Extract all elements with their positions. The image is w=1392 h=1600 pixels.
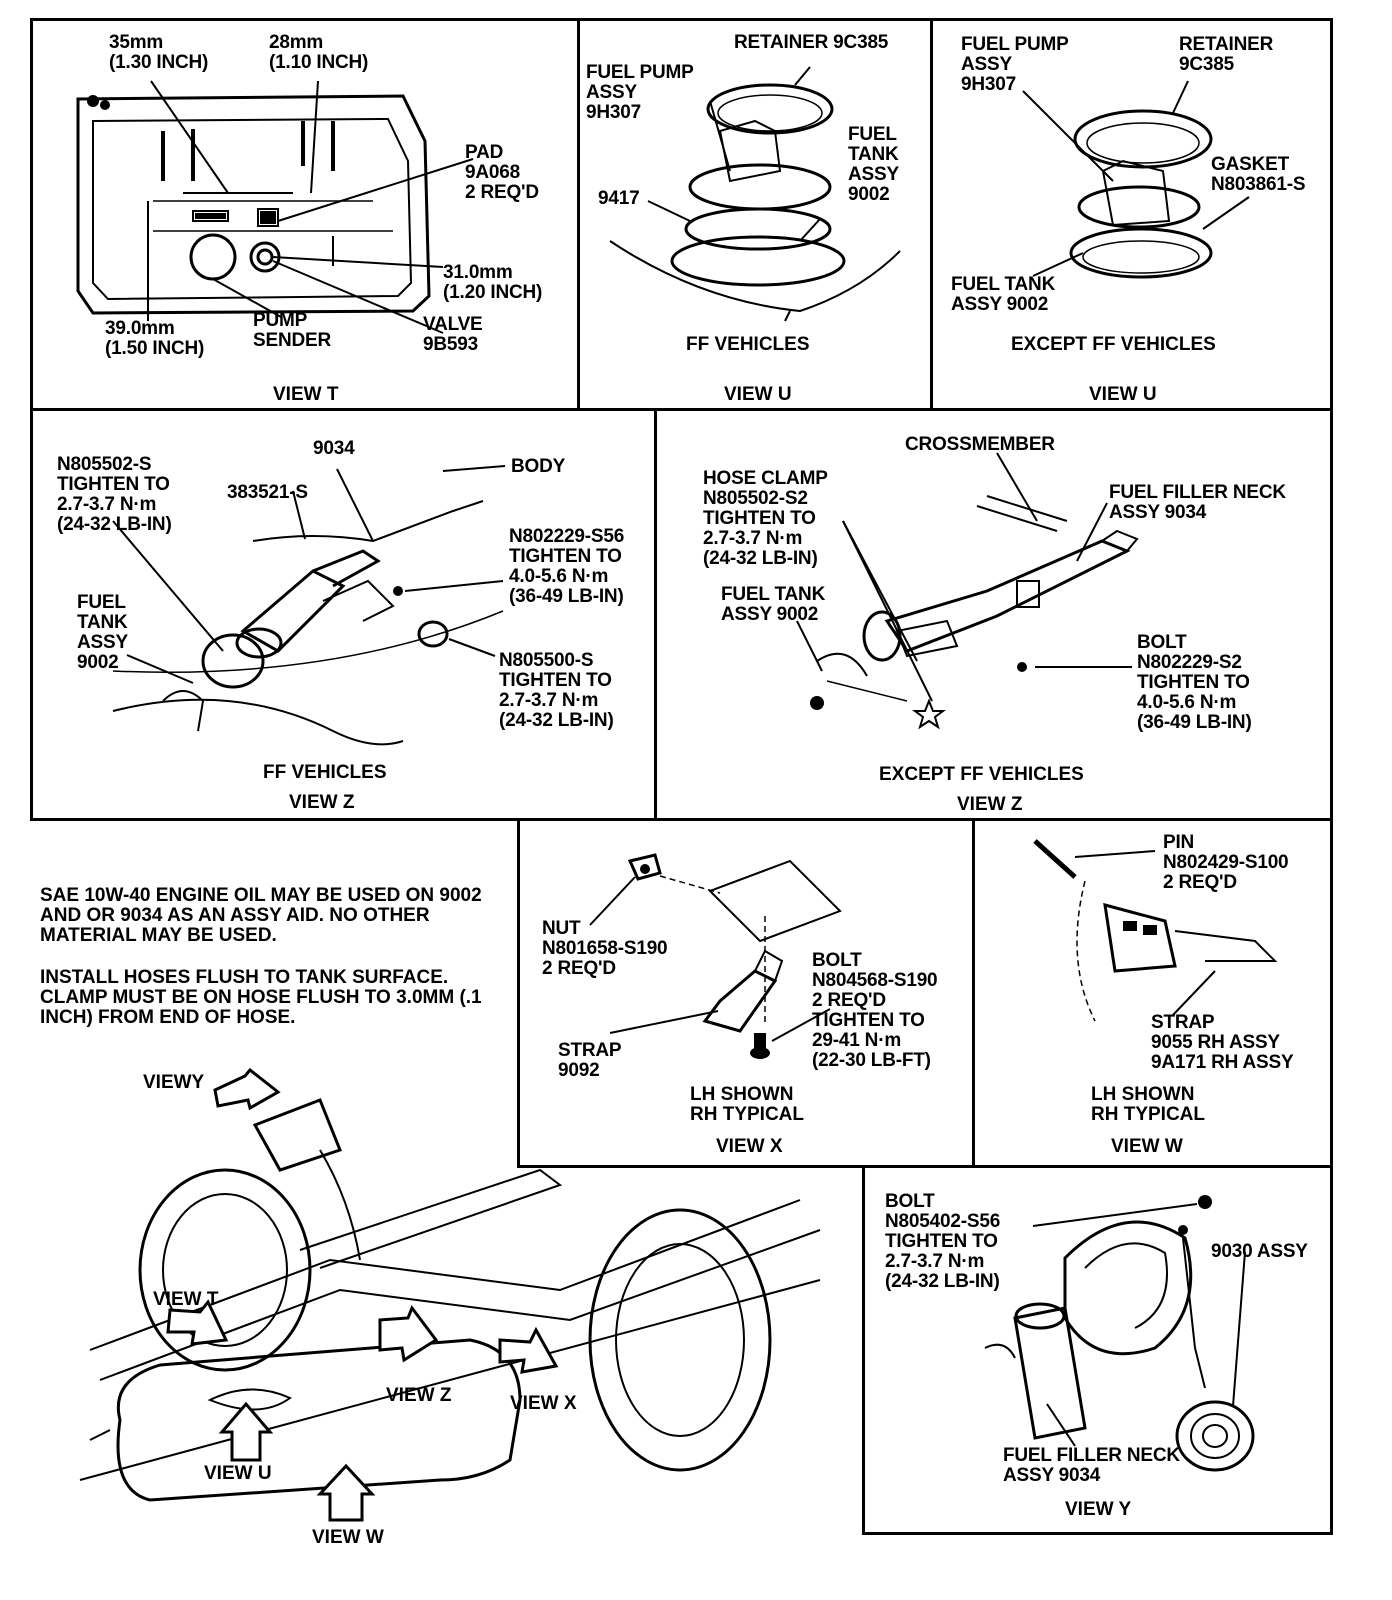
view-z-except-caption: VIEW Z: [957, 794, 1023, 815]
view-z-except-hose-clamp-label: HOSE CLAMP N805502-S2 TIGHTEN TO 2.7-3.7…: [703, 468, 828, 569]
panel-view-w: PIN N802429-S100 2 REQ'D STRAP 9055 RH A…: [972, 818, 1333, 1168]
overview-view-z-label: VIEW Z: [386, 1385, 452, 1406]
view-u-except-subcaption: EXCEPT FF VEHICLES: [1011, 334, 1216, 355]
assembly-note-oil: SAE 10W-40 ENGINE OIL MAY BE USED ON 900…: [40, 885, 482, 946]
view-x-strap-drawing: [589, 853, 842, 1059]
view-u-ff-subcaption: FF VEHICLES: [686, 334, 810, 355]
view-z-ff-subcaption: FF VEHICLES: [263, 762, 387, 783]
view-y-bolt-label: BOLT N805402-S56 TIGHTEN TO 2.7-3.7 N·m …: [885, 1191, 1001, 1292]
view-z-ff-clamp-label: N805502-S TIGHTEN TO 2.7-3.7 N·m (24-32 …: [57, 454, 172, 535]
overview-view-t-label: VIEW T: [153, 1289, 219, 1310]
overview-view-x-label: VIEW X: [510, 1393, 577, 1414]
view-u-ff-retainer-label: RETAINER 9C385: [734, 32, 889, 53]
view-z-except-filler-neck-label: FUEL FILLER NECK ASSY 9034: [1109, 482, 1286, 523]
view-t-dim-39mm: 39.0mm (1.50 INCH): [105, 318, 205, 359]
panel-view-t: 35mm (1.30 INCH) 28mm (1.10 INCH) PAD 9A…: [30, 18, 580, 411]
view-z-ff-nut-label: N805500-S TIGHTEN TO 2.7-3.7 N·m (24-32 …: [499, 650, 614, 731]
view-u-ff-fuel-tank-label: FUEL TANK ASSY 9002: [848, 124, 899, 205]
view-x-strap-label: STRAP 9092: [558, 1040, 622, 1081]
view-u-except-caption: VIEW U: [1089, 384, 1157, 405]
overview-view-u-label: VIEW U: [204, 1463, 272, 1484]
view-z-ff-filler-drawing: [112, 465, 506, 746]
view-x-nut-label: NUT N801658-S190 2 REQ'D: [542, 918, 668, 979]
view-z-ff-bolt-label: N802229-S56 TIGHTEN TO 4.0-5.6 N·m (36-4…: [509, 526, 625, 607]
view-z-except-bolt-label: BOLT N802229-S2 TIGHTEN TO 4.0-5.6 N·m (…: [1137, 632, 1252, 733]
view-u-except-ff-pump-drawing: [1022, 80, 1250, 279]
view-u-ff-pump-drawing: [609, 66, 901, 322]
view-u-except-gasket-label: GASKET N803861-S: [1211, 154, 1306, 195]
view-z-except-subcaption: EXCEPT FF VEHICLES: [879, 764, 1084, 785]
view-u-ff-caption: VIEW U: [724, 384, 792, 405]
view-w-pin-label: PIN N802429-S100 2 REQ'D: [1163, 832, 1289, 893]
view-x-subcaption: LH SHOWN RH TYPICAL: [690, 1084, 804, 1125]
view-w-caption: VIEW W: [1111, 1136, 1183, 1157]
panel-view-u-except-ff: FUEL PUMP ASSY 9H307 RETAINER 9C385 GASK…: [930, 18, 1333, 411]
view-z-ff-body-label: BODY: [511, 456, 566, 477]
view-x-caption: VIEW X: [716, 1136, 783, 1157]
view-t-pump-sender-label: PUMP SENDER: [253, 310, 331, 351]
overview-view-w-label: VIEW W: [312, 1527, 384, 1548]
view-u-except-fuel-tank-label: FUEL TANK ASSY 9002: [951, 274, 1056, 315]
view-x-bolt-label: BOLT N804568-S190 2 REQ'D TIGHTEN TO 29-…: [812, 950, 938, 1071]
view-u-ff-fuel-pump-label: FUEL PUMP ASSY 9H307: [586, 62, 694, 123]
panel-view-y: BOLT N805402-S56 TIGHTEN TO 2.7-3.7 N·m …: [862, 1165, 1333, 1535]
panel-view-x: NUT N801658-S190 2 REQ'D BOLT N804568-S1…: [517, 818, 975, 1168]
view-w-strap-drawing: [1033, 839, 1278, 1022]
view-y-filler-door-drawing: [984, 1195, 1255, 1472]
view-z-except-fuel-tank-label: FUEL TANK ASSY 9002: [721, 584, 826, 625]
panel-view-u-ff: RETAINER 9C385 FUEL PUMP ASSY 9H307 FUEL…: [577, 18, 933, 411]
view-w-strap-label: STRAP 9055 RH ASSY 9A171 RH ASSY: [1151, 1012, 1294, 1073]
view-z-ff-part-9034: 9034: [313, 438, 355, 459]
view-u-except-fuel-pump-label: FUEL PUMP ASSY 9H307: [961, 34, 1069, 95]
view-y-part-9030-label: 9030 ASSY: [1211, 1241, 1308, 1262]
view-u-ff-part-9417: 9417: [598, 188, 640, 209]
view-t-dim-35mm: 35mm (1.30 INCH): [109, 32, 209, 73]
view-t-caption: VIEW T: [273, 384, 339, 405]
view-y-filler-neck-label: FUEL FILLER NECK ASSY 9034: [1003, 1445, 1180, 1486]
panel-view-z-except-ff: CROSSMEMBER HOSE CLAMP N805502-S2 TIGHTE…: [654, 408, 1333, 821]
overview-view-y-label: VIEWY: [143, 1072, 205, 1093]
view-z-ff-caption: VIEW Z: [289, 792, 355, 813]
view-t-dim-28mm: 28mm (1.10 INCH): [269, 32, 369, 73]
view-u-except-retainer-label: RETAINER 9C385: [1179, 34, 1274, 75]
view-t-pad-label: PAD 9A068 2 REQ'D: [465, 142, 539, 203]
panel-view-z-ff: N805502-S TIGHTEN TO 2.7-3.7 N·m (24-32 …: [30, 408, 657, 821]
view-z-ff-fuel-tank-label: FUEL TANK ASSY 9002: [77, 592, 128, 673]
assembly-note-hoses: INSTALL HOSES FLUSH TO TANK SURFACE. CLA…: [40, 967, 482, 1028]
view-z-except-crossmember-label: CROSSMEMBER: [905, 434, 1055, 455]
view-t-dim-31mm: 31.0mm (1.20 INCH): [443, 262, 543, 303]
view-z-except-ff-filler-drawing: [796, 452, 1139, 730]
view-z-ff-part-383521: 383521-S: [227, 482, 308, 503]
view-y-caption: VIEW Y: [1065, 1499, 1132, 1520]
view-t-valve-label: VALVE 9B593: [423, 314, 483, 355]
view-t-tank-drawing: [76, 80, 474, 334]
view-w-subcaption: LH SHOWN RH TYPICAL: [1091, 1084, 1205, 1125]
